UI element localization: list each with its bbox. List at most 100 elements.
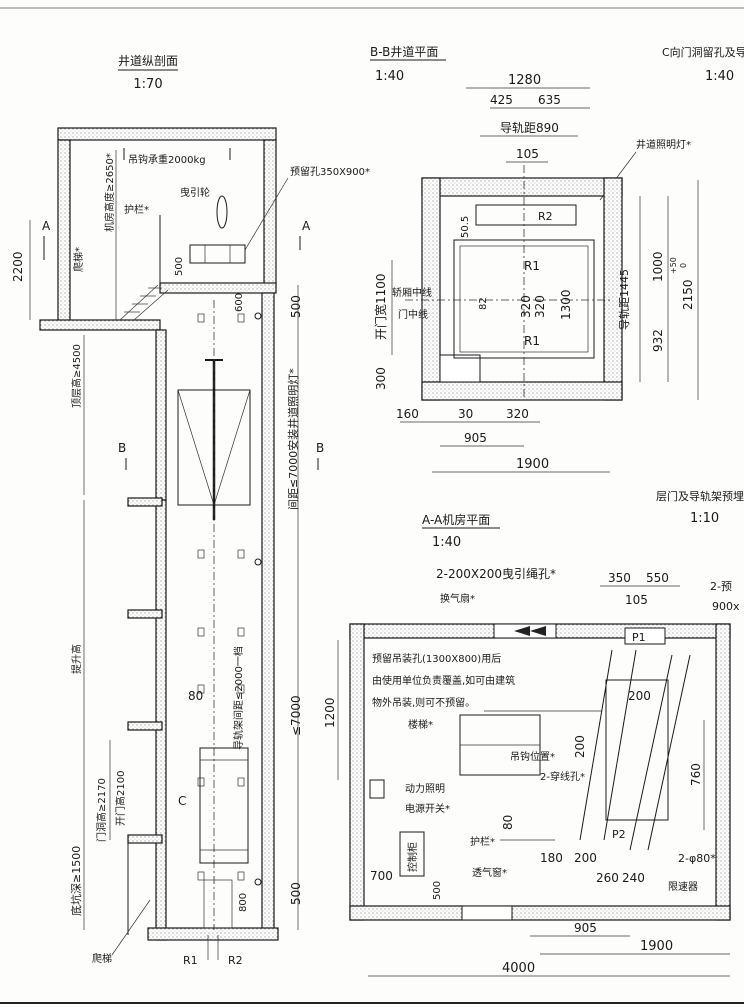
plan-aa-dim-350: 350 (608, 571, 631, 585)
shaft-section: 井道纵剖面 1:70 吊钩承重2000kg 机房高度≥2650* 护栏* 曳 (11, 54, 370, 967)
reserved-hole-label: 预留孔350X900* (290, 165, 370, 178)
plan-bb-dim-tol-zero: 0 (679, 263, 688, 268)
plan-aa-note2: 由使用单位负责覆盖,如可由建筑 (372, 674, 515, 687)
dim-500b: 500 (289, 295, 303, 318)
plan-bb-dim-50-5: 50.5 (460, 216, 471, 238)
plan-bb-dim-2150: 2150 (681, 279, 695, 310)
lamp-spacing-label: 间距≤7000安装井道照明灯* (286, 368, 300, 510)
plan-c-scale2: 1:10 (690, 511, 719, 526)
plan-c: C向门洞留孔及导 1:40 层门及导轨架预埋 1:10 (656, 45, 744, 526)
dim-500a: 500 (174, 257, 185, 276)
plan-aa-note3: 物外吊装,则可不预留。 (372, 696, 475, 709)
plan-bb-dim-932: 932 (651, 329, 665, 352)
plan-aa-dim-105: 105 (625, 593, 648, 607)
plan-aa-dim-550: 550 (646, 571, 669, 585)
plan-bb-dim-425: 425 (490, 93, 513, 107)
plan-aa-dim-180: 180 (540, 851, 563, 865)
dim-2200: 2200 (11, 251, 25, 282)
plan-aa-p1: P1 (632, 631, 646, 644)
shaft-section-title: 井道纵剖面 (118, 54, 178, 68)
plan-bb-dim-1280: 1280 (508, 73, 541, 88)
plan-bb-dim-320c: 320 (506, 407, 529, 421)
plan-aa-ladder: 楼梯* (408, 718, 433, 731)
plan-aa-wire-holes: 2-穿线孔* (540, 770, 585, 783)
plan-aa-rope-holes: 2-200X200曳引绳孔* (436, 567, 556, 581)
plan-aa-dim-700: 700 (370, 869, 393, 883)
plan-aa-right-a: 2-预 (710, 580, 732, 593)
section-c-marker: C (178, 794, 186, 808)
plan-bb-dim-320b: 320 (533, 295, 547, 318)
machine-height-label: 机房高度≥2650* (103, 153, 116, 232)
plan-aa-guard: 护栏* (470, 835, 495, 848)
hoist-label: 提升高 (70, 644, 83, 674)
plan-bb-door-center: 门中线 (398, 308, 428, 321)
plan-bb-dim-160: 160 (396, 407, 419, 421)
plan-aa-p2: P2 (612, 828, 626, 841)
dim-500c: 500 (289, 882, 303, 905)
plan-aa-control-cabinet: 控制柜 (406, 842, 419, 872)
dim-7000: ≤7000 (289, 695, 303, 736)
plan-bb-shaft-lamp: 井道照明灯* (636, 138, 691, 151)
plan-aa-dim-4000: 4000 (502, 961, 535, 976)
plan-aa-dim-240: 240 (622, 871, 645, 885)
pit-ladder-label: 爬梯 (92, 952, 112, 965)
plan-bb-dim-635: 635 (538, 93, 561, 107)
plan-c-title: C向门洞留孔及导 (662, 45, 744, 59)
dim-80: 80 (188, 689, 203, 703)
plan-aa-dim-905: 905 (574, 921, 597, 935)
plan-bb-title: B-B井道平面 (370, 45, 438, 59)
plan-aa-hook: 吊钩位置* (510, 750, 555, 763)
shaft-section-scale: 1:70 (133, 77, 162, 92)
plan-aa-dim-260: 260 (596, 871, 619, 885)
pit-depth-label: 底坑深≥1500 (69, 846, 83, 916)
plan-bb-dim-1300: 1300 (559, 289, 573, 320)
plan-aa-title: A-A机房平面 (422, 512, 490, 527)
r1-left: R1 (183, 954, 198, 967)
traction-label: 曳引轮 (180, 186, 210, 199)
plan-bb-r1-bottom: R1 (524, 334, 540, 348)
plan-aa-dim-200c: 200 (574, 851, 597, 865)
dim-800: 800 (238, 893, 249, 912)
plan-bb-dim-30: 30 (458, 407, 473, 421)
plan-bb-dim-tol-plus: +50 (669, 257, 678, 274)
plan-bb-dim-300: 300 (374, 367, 388, 390)
plan-bb-r1-top: R1 (524, 259, 540, 273)
plan-bb-dim-905: 905 (464, 431, 487, 445)
plan-aa-vent-window: 透气窗* (472, 866, 507, 879)
plan-aa-dim-200a: 200 (628, 689, 651, 703)
plan-aa-dim-80: 80 (501, 815, 515, 830)
plan-aa-dim-1200: 1200 (323, 697, 337, 728)
plan-aa-right-b: 900x (712, 600, 740, 613)
plan-bb-rail-span: 导轨距890 (500, 121, 559, 135)
plan-bb-rail-span-v: 导轨距1445 (617, 269, 631, 330)
plan-bb-car-center: 轿厢中线 (392, 286, 432, 299)
plan-bb-dim-82: 82 (478, 297, 489, 310)
plan-bb-dim-1900: 1900 (516, 457, 549, 472)
plan-aa-dim-200b: 200 (573, 735, 587, 758)
rail-bracket-label: 导轨架间距≤2000一档 (232, 646, 245, 750)
plan-aa-power-switch2: 电源开关* (405, 802, 450, 815)
plan-bb-r2: R2 (538, 210, 553, 223)
plan-aa-dim-500: 500 (432, 881, 443, 900)
section-b-right: B (316, 441, 324, 455)
hook-load-label: 吊钩承重2000kg (128, 153, 206, 166)
plan-bb-dim-320a: 320 (519, 295, 533, 318)
plan-aa-dim-1900: 1900 (640, 939, 673, 954)
section-a-left: A (42, 219, 51, 233)
plan-aa-speed-governor: 限速器 (668, 881, 698, 893)
door-open-height-label: 开门高2100 (114, 771, 127, 826)
plan-aa-scale: 1:40 (432, 535, 461, 550)
top-height-label: 顶层高≥4500 (70, 344, 83, 408)
plan-aa-dim-760: 760 (689, 763, 703, 786)
door-height-label: 门洞高≥2170 (95, 778, 108, 842)
plan-aa-note1: 预留吊装孔(1300X800)用后 (372, 652, 501, 665)
plan-c-scale: 1:40 (705, 69, 734, 84)
plan-bb-dim-1000: 1000 (651, 251, 665, 282)
machine-ladder-label: 爬梯* (72, 247, 85, 272)
plan-aa-vent-fan: 换气扇* (440, 592, 475, 605)
section-b-left: B (118, 441, 126, 455)
plan-aa: A-A机房平面 1:40 2-200X200曳引绳孔* 350 550 105 … (323, 512, 740, 977)
plan-bb: B-B井道平面 1:40 1280 425 635 导轨距890 105 井道照… (370, 45, 699, 473)
